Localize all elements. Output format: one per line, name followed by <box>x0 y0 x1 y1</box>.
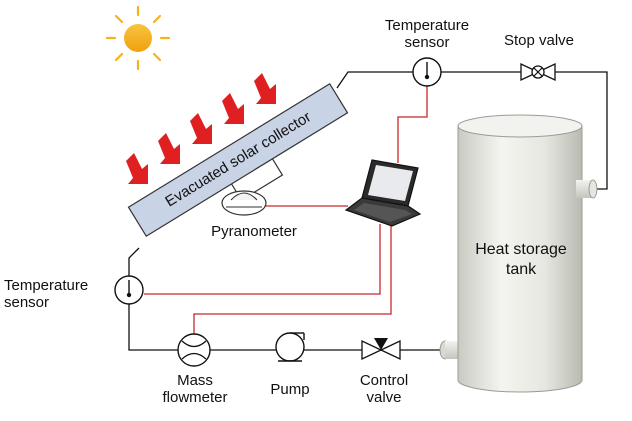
radiation-arrow <box>126 153 148 184</box>
pyranometer-icon <box>221 190 267 216</box>
radiation-arrow <box>254 73 276 104</box>
top-sensor-label-line2: sensor <box>404 34 450 51</box>
flowmeter-label-line2: flowmeter <box>162 389 228 406</box>
pipe-collector-outlet <box>336 71 413 89</box>
mass-flowmeter-icon <box>177 333 211 367</box>
stop-valve-label-text: Stop valve <box>503 32 575 49</box>
piping <box>128 71 608 351</box>
pipe-stopvalve-to-tank <box>555 71 608 190</box>
control-valve-label-line1: Control <box>359 372 409 389</box>
laptop-icon <box>344 159 422 227</box>
top-temperature-sensor-label: Temperature sensor <box>372 17 482 51</box>
pipe-bottom-loop <box>128 304 178 351</box>
wire-top-sensor <box>397 86 428 163</box>
top-sensor-label-line1: Temperature <box>384 17 470 34</box>
pump-icon <box>275 332 305 362</box>
sun-icon <box>105 5 171 71</box>
left-temperature-sensor-icon <box>114 275 144 305</box>
tank-label-line2: tank <box>505 261 537 278</box>
radiation-arrow <box>190 113 212 144</box>
left-temperature-sensor-label: Temperature sensor <box>0 277 112 311</box>
pyranometer-label-text: Pyranometer <box>211 223 297 240</box>
signal-wiring <box>144 86 428 334</box>
heat-storage-tank-icon <box>439 114 598 393</box>
heat-storage-tank-label: Heat storage tank <box>466 240 576 280</box>
left-sensor-label-line1: Temperature <box>4 277 89 294</box>
top-temperature-sensor-icon <box>412 57 442 87</box>
pump-label: Pump <box>258 381 322 398</box>
stop-valve-label: Stop valve <box>494 32 584 49</box>
wire-left-sensor <box>144 224 381 295</box>
tank-label-line1: Heat storage <box>475 241 567 258</box>
left-sensor-label-line2: sensor <box>4 294 50 311</box>
control-valve-icon <box>361 338 401 361</box>
pyranometer-label: Pyranometer <box>206 223 302 240</box>
radiation-arrow <box>222 93 244 124</box>
flowmeter-label-line1: Mass <box>177 372 213 389</box>
pipe-collector-inlet <box>128 247 140 276</box>
wire-flowmeter <box>193 224 392 334</box>
control-valve-label: Control valve <box>344 372 424 406</box>
control-valve-label-line2: valve <box>366 389 402 406</box>
radiation-arrow <box>158 133 180 164</box>
stop-valve-icon <box>520 62 556 82</box>
solar-radiation-arrows <box>126 73 276 184</box>
pump-label-text: Pump <box>270 381 310 398</box>
mass-flowmeter-label: Mass flowmeter <box>150 372 240 406</box>
